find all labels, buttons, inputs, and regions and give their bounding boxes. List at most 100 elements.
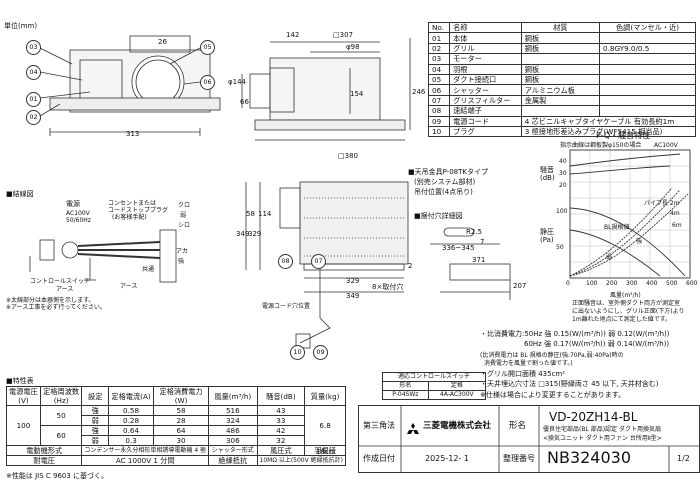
parts-cell: 金属製: [520, 94, 601, 107]
spec-cell: 強: [81, 425, 110, 436]
hanger-line2: 吊付位置(4点吊り): [414, 188, 473, 196]
chart-y2tick: 50: [556, 244, 564, 251]
dim-knock: 8×取付穴: [372, 283, 404, 291]
parts-cell: 鋼板: [520, 32, 601, 44]
noise-weak-line: [569, 165, 671, 175]
spec-wing-value: 18cm: [316, 448, 336, 456]
parts-cell: 本体: [449, 32, 522, 44]
parts-cell: 0.8GY9.0/0.5: [599, 42, 696, 55]
hole-7: 7: [480, 238, 485, 246]
chart-xtick: 600: [686, 280, 698, 287]
wire-label-strong: 強: [178, 258, 185, 265]
parts-cell: [599, 94, 696, 107]
pq-chart: [569, 149, 691, 279]
wire-label-common: 共通: [142, 266, 155, 273]
chart-xtick: 400: [646, 280, 658, 287]
wiring-note3: (お客様手配): [112, 214, 147, 221]
tb-angle: 第三角法: [363, 421, 395, 430]
tb-company: 三菱電機株式会社: [423, 421, 492, 431]
tb-page: 1/2: [677, 454, 690, 463]
wiring-power: 電源: [66, 200, 80, 208]
callout-10: 10: [290, 345, 305, 360]
spec-cell: 100: [6, 405, 41, 446]
ctl-r2: 4A-AC300V: [427, 390, 487, 400]
chart-title: P-Q・騒音特性: [596, 131, 651, 140]
wire-label-aka: アカ: [176, 248, 189, 255]
parts-cell: [520, 53, 601, 65]
parts-cell: [599, 84, 696, 96]
wiring-hz: 50/60Hz: [66, 217, 91, 224]
ctl-title: 適応コントロールスイッチ: [382, 372, 486, 382]
pipe-4m-line: [569, 189, 681, 277]
spec-table: 電源電圧(V) 定格周波数(Hz) 設定 定格電流(A) 定格消費電力(W) 風…: [5, 386, 347, 466]
parts-cell: [599, 32, 696, 44]
parts-cell: モーター: [449, 53, 522, 65]
title-block: 第三角法 三菱電機株式会社 形名 VD-20ZH14-BL 優良住宅部品(BL …: [358, 405, 700, 473]
tb-date-label: 作成日付: [363, 454, 395, 463]
spec-withstand-value: AC 1000V 1 分間: [81, 455, 210, 466]
spec-cell: 30: [153, 435, 210, 446]
parts-header-name: 名称: [449, 21, 522, 34]
table-row: 60 強 0.64 64 486 42: [7, 425, 346, 446]
dim-66: 66: [240, 98, 249, 106]
side-view-drawing: [241, 38, 411, 141]
parts-cell: 鋼板: [520, 63, 601, 75]
wiring-note2: コードストッププラグ: [108, 207, 169, 214]
chart-xlabel: 風量(m³/h): [610, 292, 641, 299]
mitsubishi-logo-icon: [407, 420, 419, 434]
parts-cell: グリル: [449, 42, 522, 55]
chart-y1tick: 20: [559, 182, 567, 189]
chart-voltage: AC100V: [654, 142, 678, 149]
chart-annot-4m: 4m: [670, 210, 680, 217]
chart-xtick: 300: [626, 280, 638, 287]
dim-380: □380: [338, 152, 358, 160]
note-bl2: 消費電力を風量で割った値です。): [484, 360, 573, 367]
parts-cell: アルミニウム板: [520, 84, 601, 96]
table-row: 弱 0.28 28 324 33: [7, 415, 346, 426]
parts-cell: [599, 105, 696, 117]
callout-02: 02: [26, 110, 41, 125]
note-grill: ・グリル開口面積 435cm²: [480, 370, 566, 378]
chart-y2tick: 100: [556, 208, 568, 215]
parts-cell: 鋼板: [520, 73, 601, 86]
spec-h-noise: 騒音(dB): [256, 386, 306, 406]
parts-cell: 10: [427, 125, 451, 138]
spec-motor-key: 電動機形式: [5, 445, 83, 456]
spec-h-setting: 設定: [81, 386, 110, 406]
note-power1: ・比消費電力:50Hz 強 0.15(W/(m³/h)) 弱 0.12(W/(m…: [480, 330, 670, 338]
table-row: 電動機形式 コンデンサー永久分相形単相誘導電動機 4 極 シャッター形式 風圧式…: [5, 445, 346, 456]
dim-349-v: 349: [236, 230, 250, 238]
wire-label-weak: 弱: [180, 212, 187, 219]
parts-cell: [599, 53, 696, 65]
chart-annot-bl: BL規格値: [604, 224, 630, 231]
spec-shutter-key: シャッター形式: [208, 445, 258, 456]
parts-cell: グリスフィルター: [449, 94, 522, 107]
hanger-line1: (別売システム部材): [414, 178, 476, 186]
spec-cell: 33: [256, 415, 306, 426]
hanger-title: ■天吊金具P-08TKタイプ: [408, 168, 488, 176]
parts-cell: [599, 73, 696, 86]
parts-header-material: 材質: [520, 21, 601, 34]
spec-cell: 486: [208, 425, 258, 436]
parts-cell: [599, 63, 696, 75]
spec-h-freq: 定格周波数(Hz): [39, 386, 83, 406]
pq-strong-line: [569, 207, 686, 277]
dim-307: □307: [333, 31, 353, 39]
spec-title: ■特性表: [6, 377, 34, 385]
spec-ins-value: 10MΩ 以上(500V 絶縁抵抗計): [256, 455, 347, 466]
chart-y2label: 静圧 (Pa): [540, 228, 554, 244]
pipe-6m-line: [569, 187, 673, 277]
wire-label-earth: アース: [120, 283, 138, 290]
spec-h-power: 定格消費電力(W): [153, 386, 210, 406]
wiring-footnote2: ※アース工事を必ず行ってください。: [6, 304, 106, 311]
parts-cell: 01: [427, 32, 451, 44]
hole-span: 336~345: [442, 244, 475, 252]
parts-cell: 電源コード: [449, 115, 522, 127]
tb-num: NB324030: [547, 448, 632, 467]
spec-h-mass: 質量(kg): [304, 386, 346, 406]
